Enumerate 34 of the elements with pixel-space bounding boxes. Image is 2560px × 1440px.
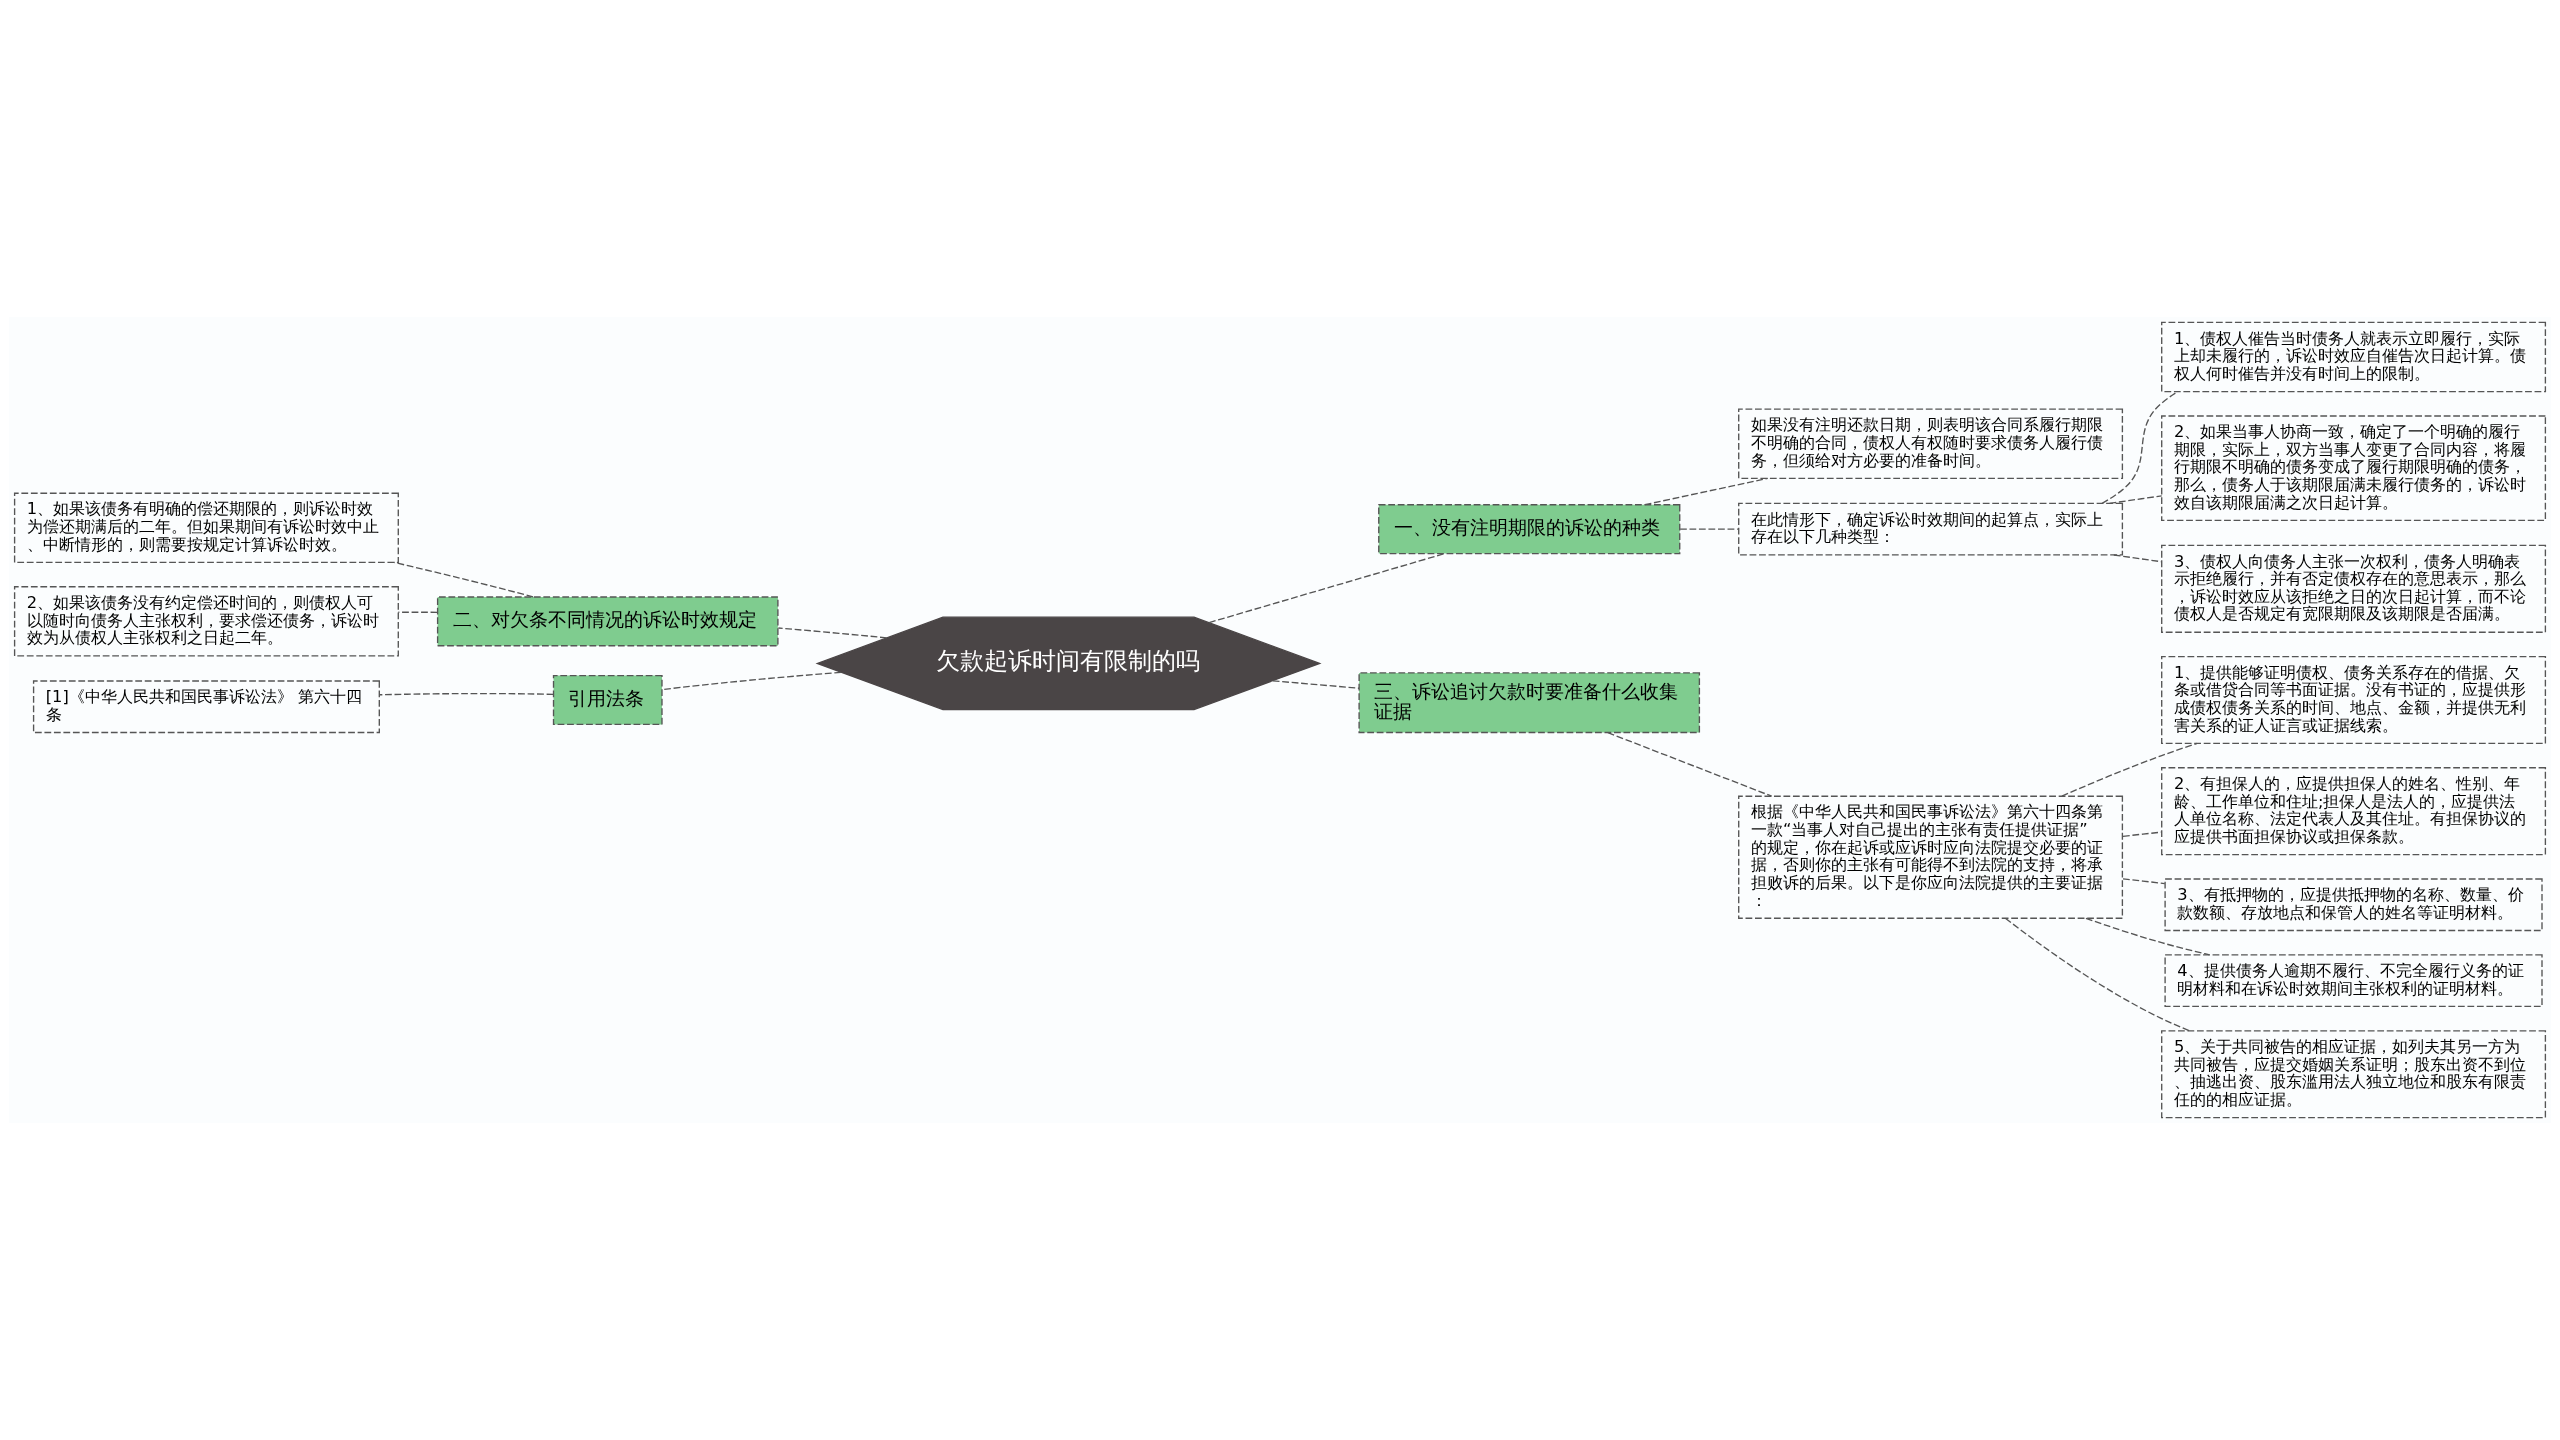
node-box: 如果没有注明还款日期，则表明该合同系履行期限不明确的合同，债权人有权随时要求债务人履行债务，但须给对方必要的准备时间。 bbox=[1738, 408, 2124, 479]
connector bbox=[2061, 742, 2198, 797]
node-box: 1、如果该债务有明确的偿还期限的，则诉讼时效为偿还期满后的二年。但如果期间有诉讼时效中止、中断情形的，则需要按规定计算诉讼时效。 bbox=[13, 492, 399, 564]
node-box: [1]《中华人民共和国民事诉讼法》 第六十四条 bbox=[32, 680, 380, 734]
node-box: 在此情形下，确定诉讼时效期间的起算点，实际上存在以下几种类型： bbox=[1738, 502, 2124, 556]
node-box: 2、有担保人的，应提供担保人的姓名、性别、年龄、工作单位和住址;担保人是法人的，应提供法人单位名称、法定代表人及其住址。有担保协议的应提供书面担保协议或担保条款。 bbox=[2161, 767, 2547, 856]
node-box: 根据《中华人民共和国民事诉讼法》第六十四条第一款“当事人对自己提出的主张有责任提供证据”的规定，你在起诉或应诉时应向法院提交必要的证据，否则你的主张有可能得不到法院的支持，将承担败诉的后果。以下是你应向法院提供的主要证据： bbox=[1738, 795, 2124, 919]
connector bbox=[1644, 477, 1769, 506]
connector bbox=[777, 627, 888, 639]
node-box: 引用法条 bbox=[552, 674, 663, 726]
node-box: 5、关于共同被告的相应证据，如列夫其另一方为共同被告，应提交婚姻关系证明；股东出资不到位、抽逃出资、股东滥用法人独立地位和股东有限责任的的相应证据。 bbox=[2161, 1030, 2547, 1119]
connector bbox=[2122, 878, 2166, 885]
connector bbox=[2101, 391, 2179, 504]
connector bbox=[1607, 732, 1773, 797]
connector bbox=[379, 692, 554, 696]
node-box: 3、有抵押物的，应提供抵押物的名称、数量、价款数额、存放地点和保管人的姓名等证明材料。 bbox=[2164, 878, 2543, 932]
connector bbox=[661, 671, 842, 691]
connector bbox=[1208, 552, 1446, 624]
connector bbox=[2085, 917, 2211, 956]
node-box: 4、提供债务人逾期不履行、不完全履行义务的证明材料和在诉讼时效期间主张权利的证明材料。 bbox=[2164, 954, 2543, 1008]
connector bbox=[2004, 917, 2191, 1032]
connector bbox=[1679, 528, 1740, 530]
connector bbox=[2108, 495, 2163, 505]
node-box: 1、提供能够证明债权、债务关系存在的借据、欠条或借贷合同等书面证据。没有书证的，应提供形成债权债务关系的时间、地点、金额，并提供无利害关系的证人证言或证据线索。 bbox=[2161, 655, 2547, 745]
node-box: 2、如果该债务没有约定偿还时间的，则债权人可以随时向债务人主张权利，要求偿还债务，诉讼时效为从债权人主张权利之日起二年。 bbox=[13, 586, 399, 657]
connector bbox=[397, 611, 438, 613]
node-box: 1、债权人催告当时债务人就表示立即履行，实际上却未履行的，诉讼时效应自催告次日起计算。债权人何时催告并没有时间上的限制。 bbox=[2161, 321, 2547, 393]
node-box: 一、没有注明期限的诉讼的种类 bbox=[1378, 504, 1681, 555]
node-box: 2、如果当事人协商一致，确定了一个明确的履行期限，实际上，双方当事人变更了合同内容，将履行期限不明确的债务变成了履行期限明确的债务，那么，债务人于该期限届满未履行债务的，诉讼时效自该期限届满之次日起计算。 bbox=[2161, 415, 2547, 522]
node-box: 三、诉讼追讨欠款时要准备什么收集证据 bbox=[1358, 672, 1701, 734]
connector bbox=[1272, 680, 1360, 689]
node-box: 3、债权人向债务人主张一次权利，债务人明确表示拒绝履行，并有否定债权存在的意思表示，那么，诉讼时效应从该拒绝之日的次日起计算，而不论债权人是否规定有宽限期限及该期限是否届满。 bbox=[2161, 544, 2547, 633]
node-box: 二、对欠条不同情况的诉讼时效规定 bbox=[436, 596, 779, 647]
connector bbox=[393, 561, 534, 598]
